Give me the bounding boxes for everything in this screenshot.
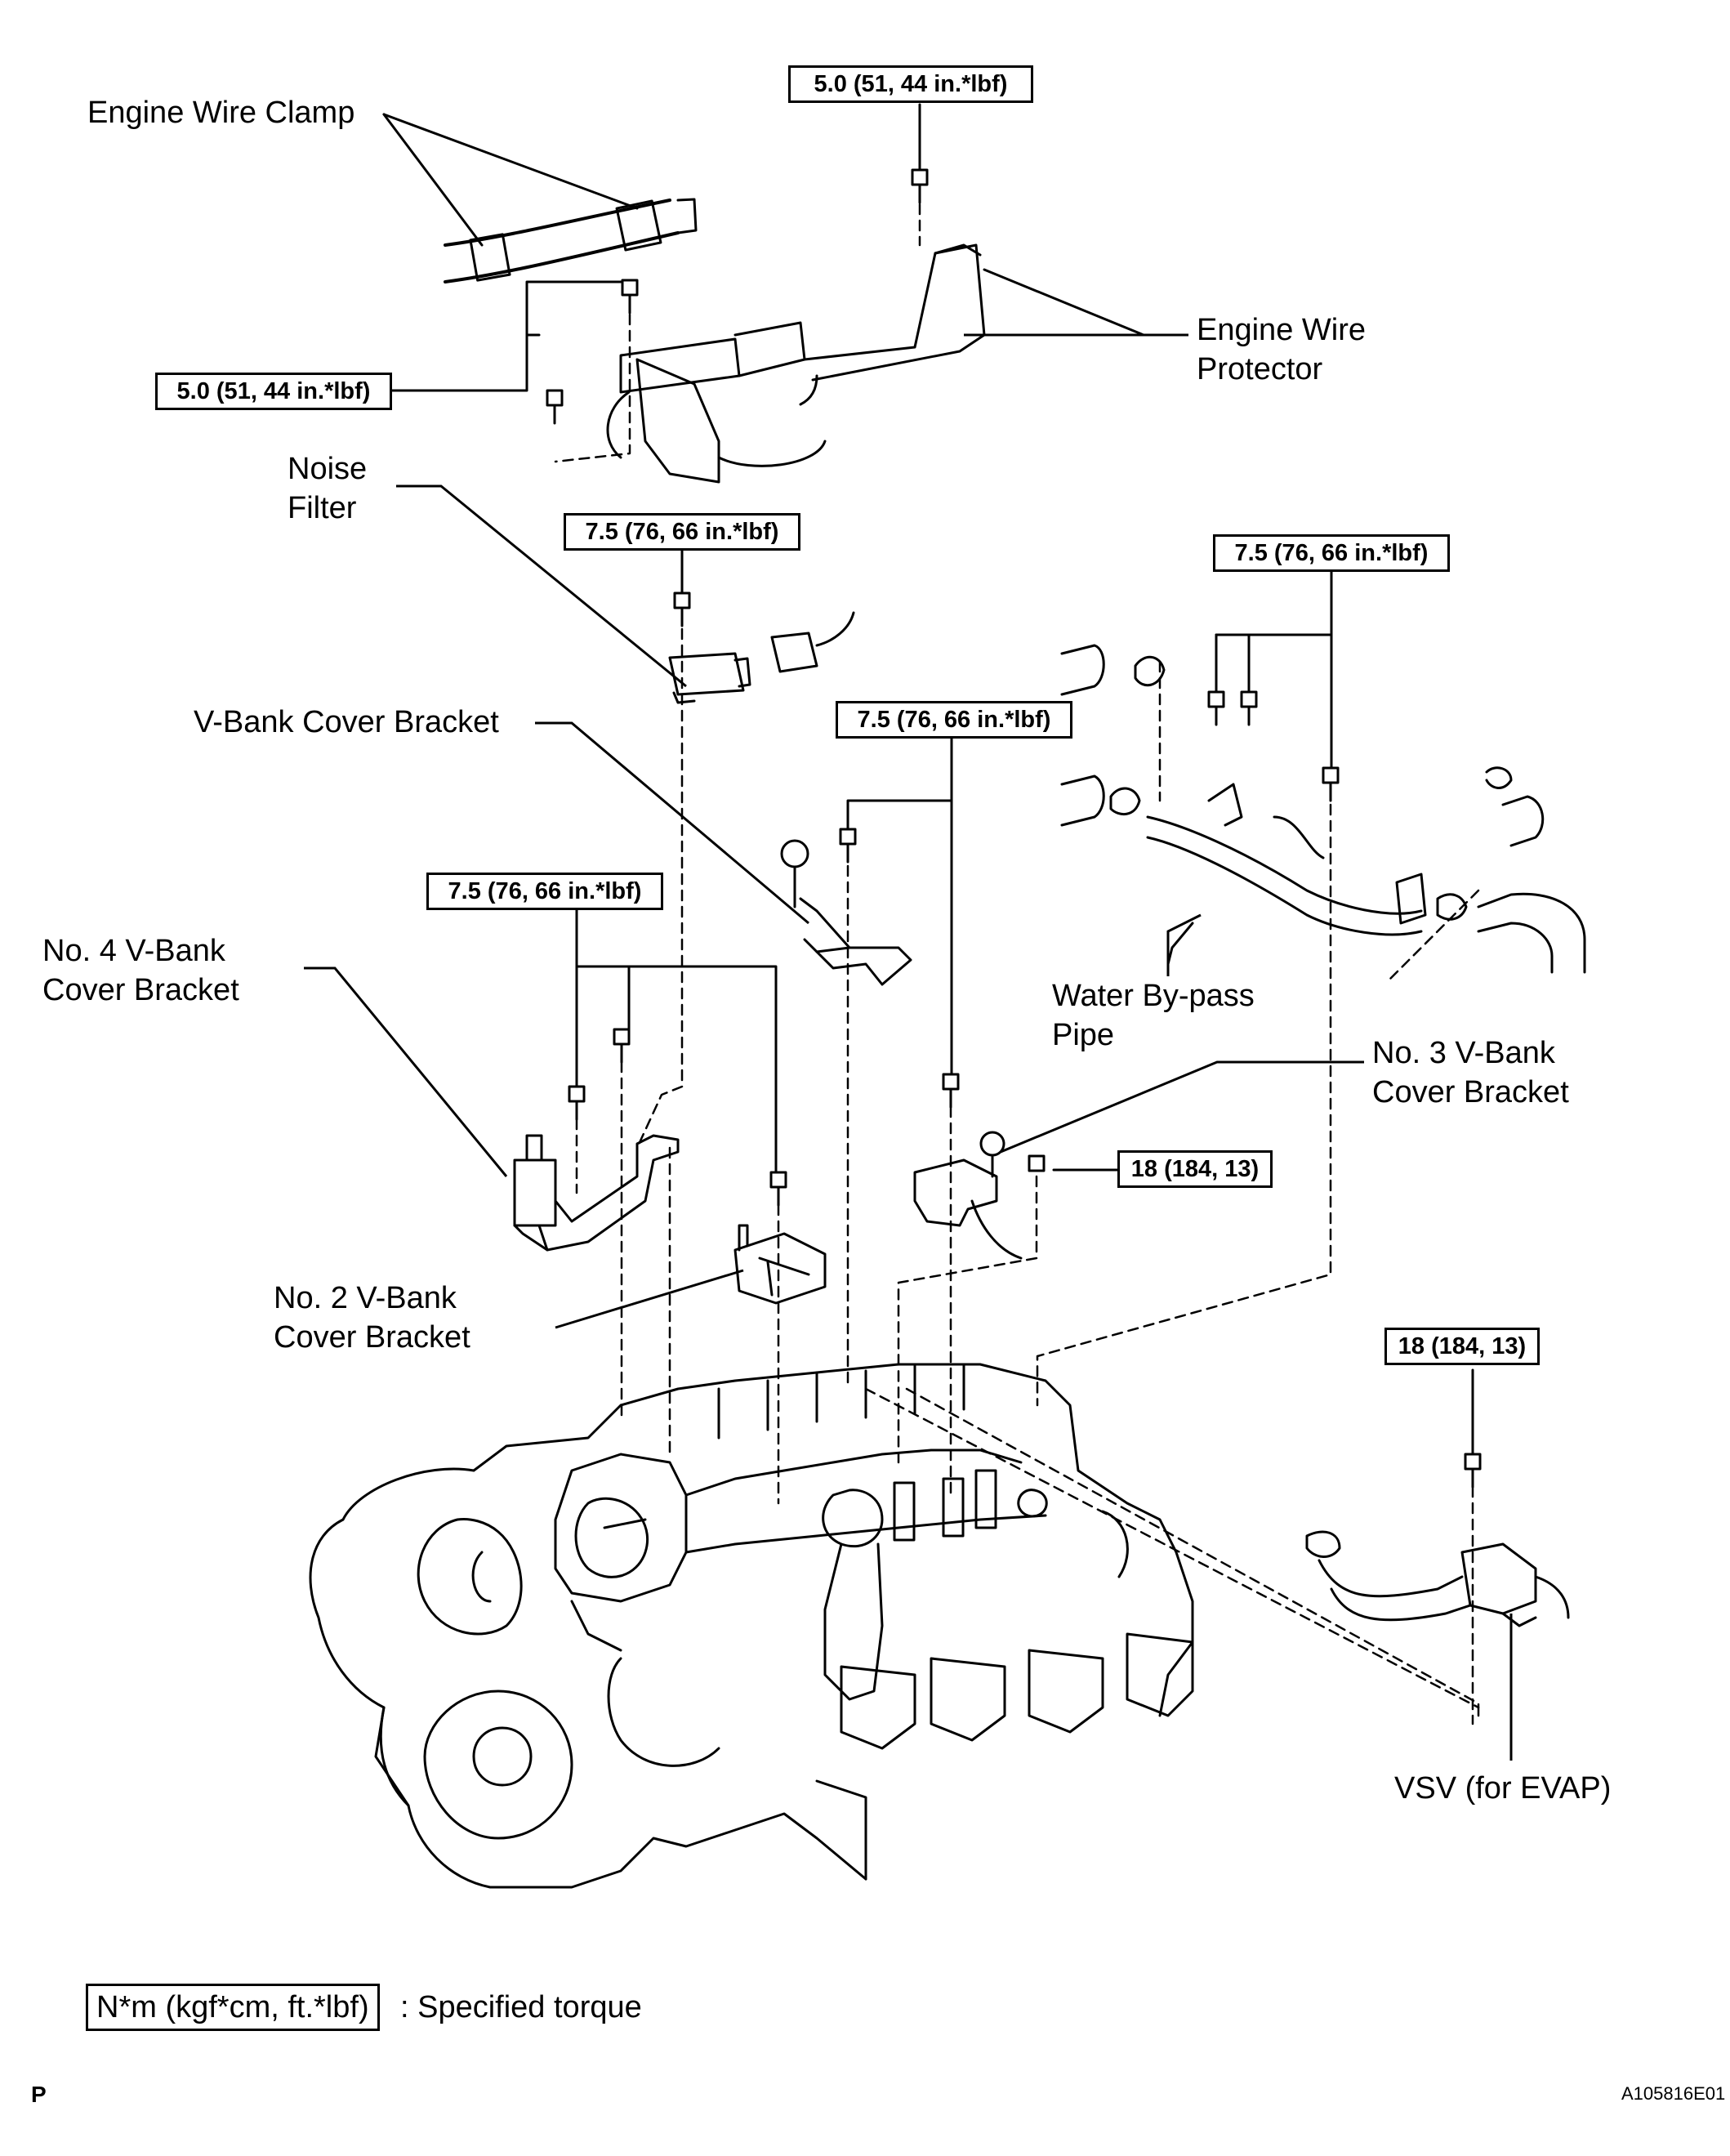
no2-v-bank-label-line1: No. 2 V-Bank [274,1281,457,1315]
no3-v-bank-label-line2: Cover Bracket [1372,1075,1569,1109]
engine-wire-protector-label-line1: Engine Wire [1197,313,1366,347]
engine-intake-manifold [309,1363,1194,1889]
water-bypass-pipe-part [1060,644,1586,974]
engine-wire-protector-part [606,243,1145,484]
torque-box-no3: 18 (184, 13) [1117,1150,1273,1188]
figure-id: A105816E01 [1621,2083,1726,2104]
noise-filter-label-line1: Noise [288,452,368,486]
bolts [546,168,1482,1489]
no3-v-bank-label-line1: No. 3 V-Bank [1372,1036,1555,1070]
v-bank-cover-bracket-part [780,839,912,986]
torque-legend-text: : Specified torque [400,1990,642,2024]
torque-box-no4-no2: 7.5 (76, 66 in.*lbf) [426,873,663,910]
engine-wire-protector-label-line2: Protector [1197,352,1323,386]
v-bank-cover-bracket-label: V-Bank Cover Bracket [194,705,499,739]
water-bypass-label-line1: Water By-pass [1052,979,1255,1013]
installation-lines [554,203,1480,1725]
torque-box-vsv: 18 (184, 13) [1384,1328,1540,1365]
noise-filter-label-line2: Filter [288,491,357,525]
no4-v-bank-label-line2: Cover Bracket [42,973,239,1007]
no4-v-bank-label-line1: No. 4 V-Bank [42,934,225,968]
vsv-part [1305,1530,1570,1627]
torque-box-v-bank-cover: 7.5 (76, 66 in.*lbf) [836,701,1072,739]
torque-box-wire-protector: 5.0 (51, 44 in.*lbf) [788,65,1033,103]
leader-lines [390,103,1474,1456]
no3-bracket-part [913,1131,1023,1260]
engine-wire-clamp-part [382,113,698,283]
torque-box-wire-protector-lower: 5.0 (51, 44 in.*lbf) [155,373,392,410]
no4-bracket-part [513,1134,680,1252]
engine-wire-clamp-label: Engine Wire Clamp [87,96,355,130]
torque-box-water-bypass: 7.5 (76, 66 in.*lbf) [1213,534,1450,572]
vsv-label: VSV (for EVAP) [1394,1771,1612,1806]
noise-filter-part [668,611,855,704]
no2-bracket-part [733,1224,827,1305]
torque-box-noise-filter: 7.5 (76, 66 in.*lbf) [564,513,800,551]
page-corner-mark: P [31,2082,47,2107]
no2-v-bank-label-line2: Cover Bracket [274,1320,470,1355]
torque-legend-box: N*m (kgf*cm, ft.*lbf) [86,1984,380,2031]
water-bypass-label-line2: Pipe [1052,1018,1115,1052]
